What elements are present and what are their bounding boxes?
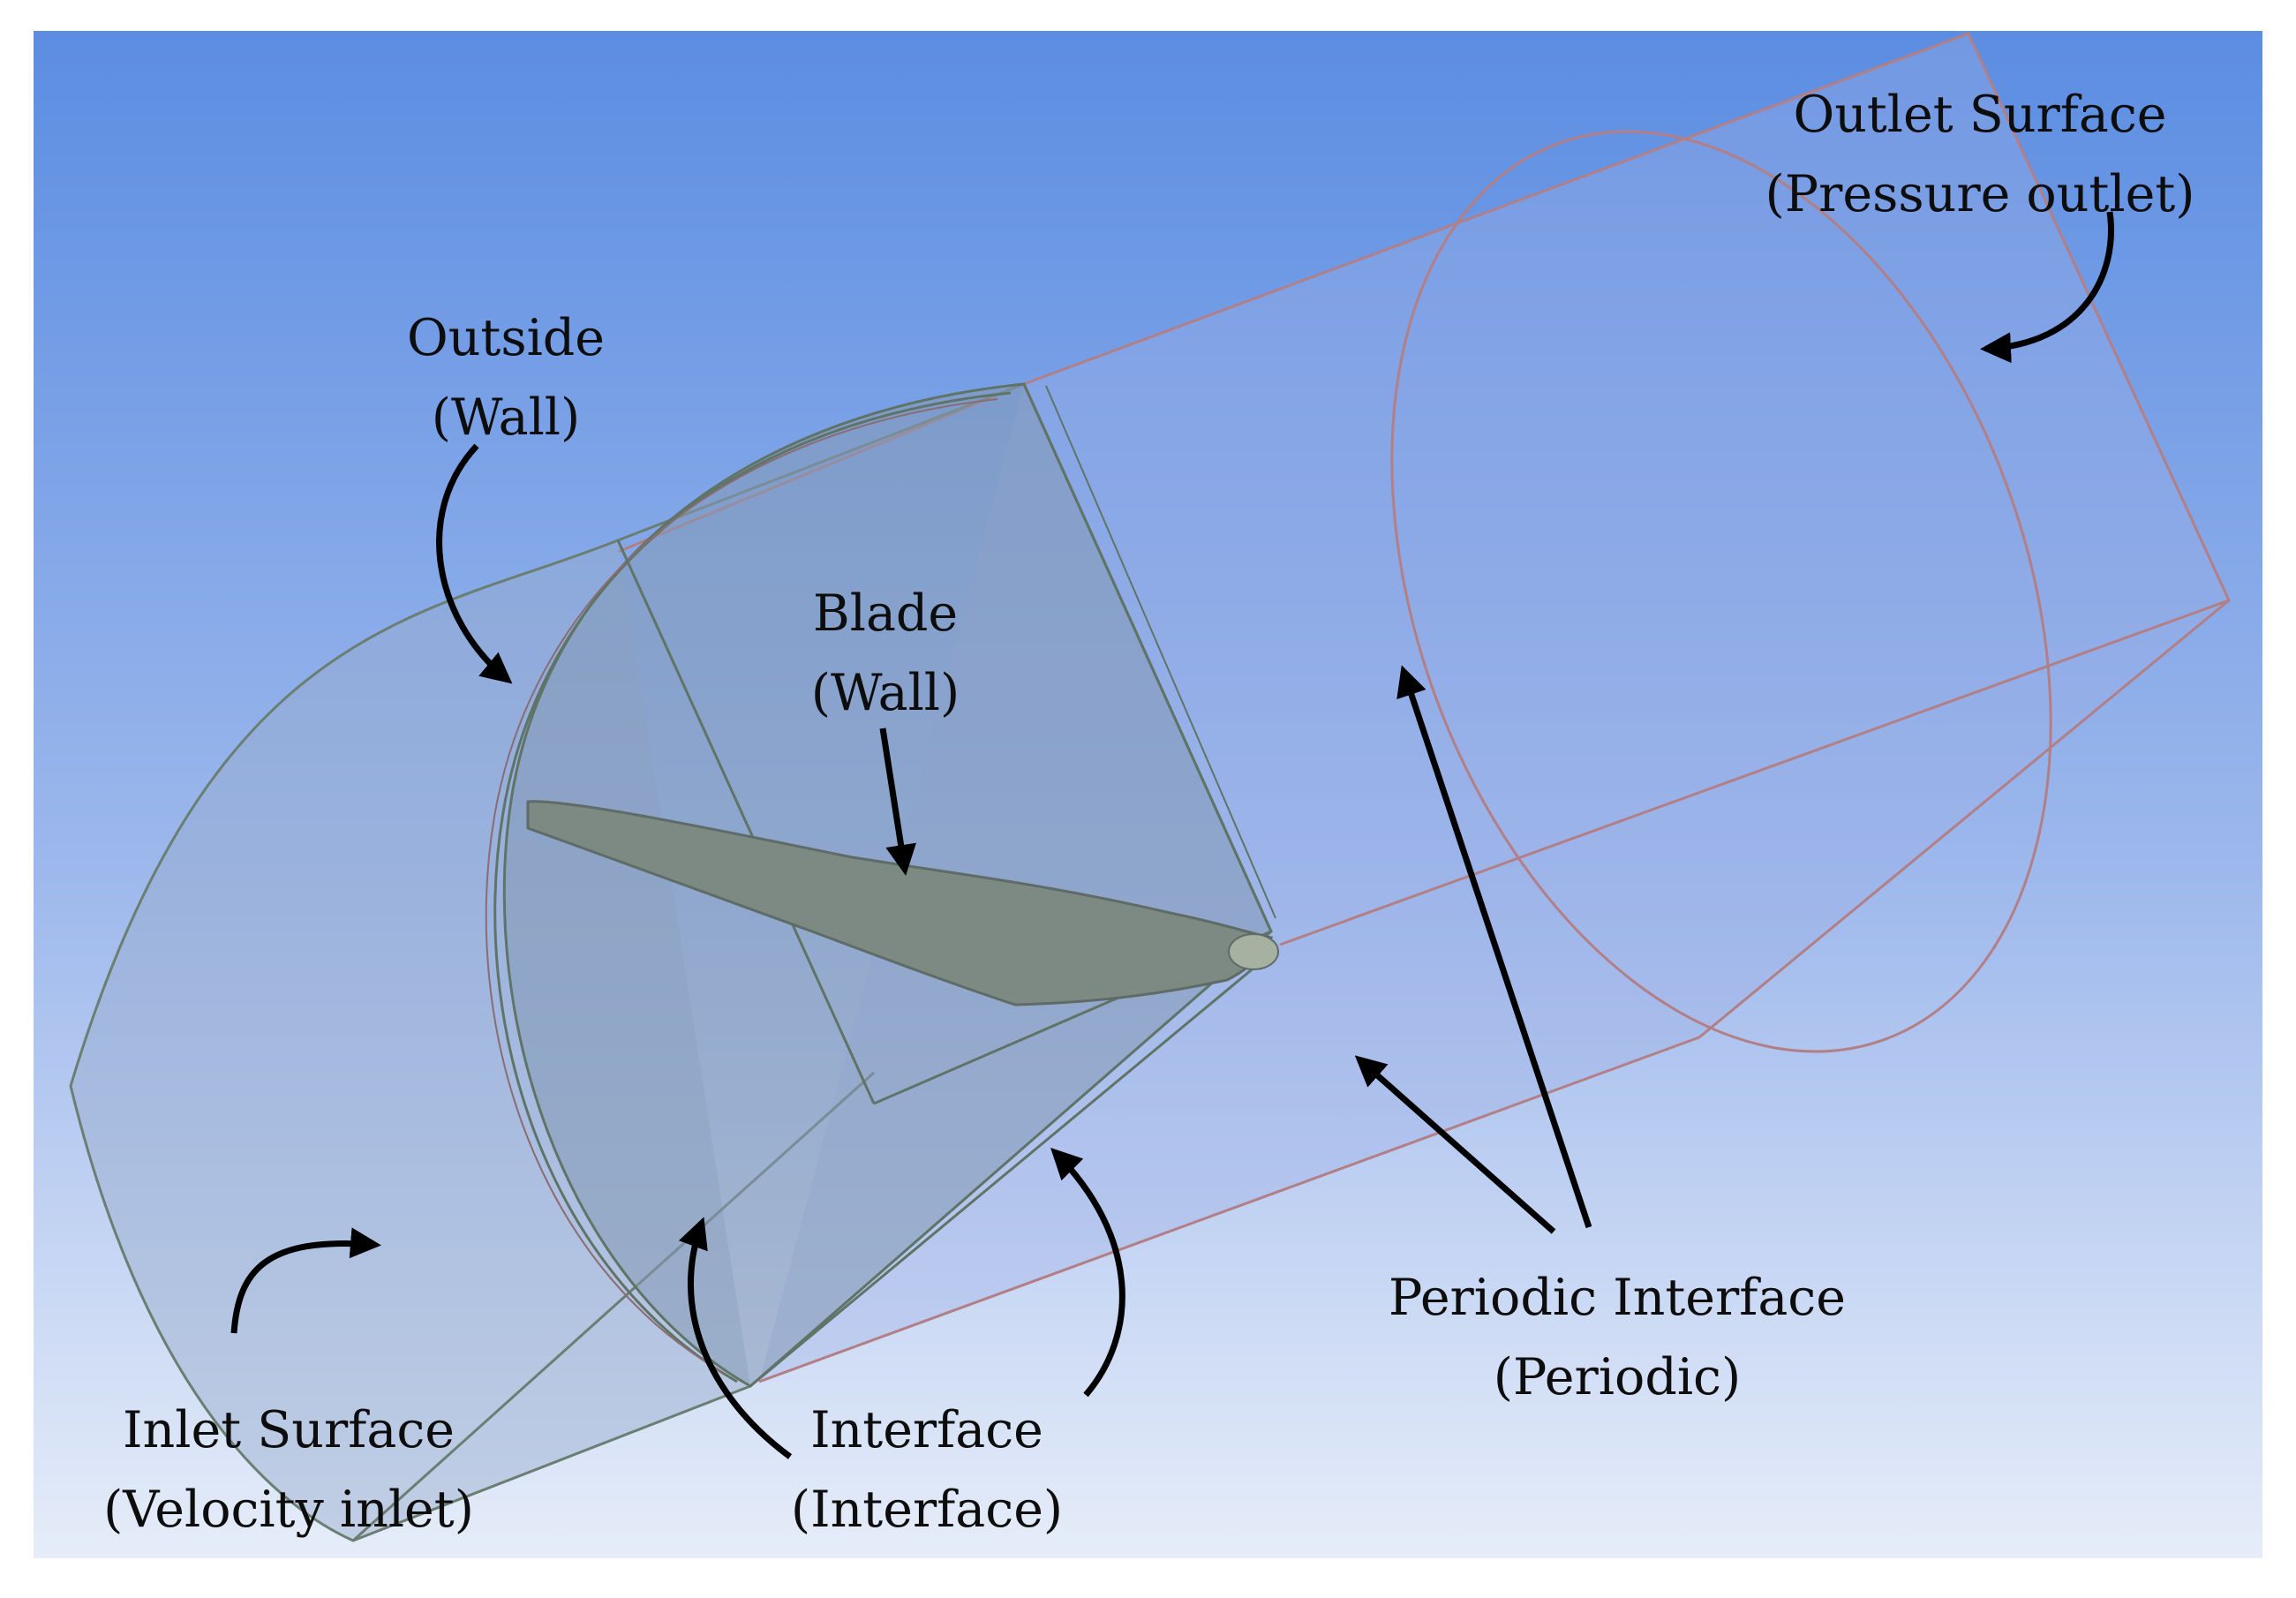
arrow-interface-1 bbox=[678, 1217, 793, 1459]
label-inlet-line2: (Velocity inlet) bbox=[103, 1481, 474, 1539]
label-outside-line2: (Wall) bbox=[431, 388, 581, 447]
label-periodic-line1: Periodic Interface bbox=[1389, 1269, 1846, 1327]
label-outlet-surface: Outlet Surface (Pressure outlet) bbox=[1765, 75, 2195, 234]
label-periodic-interface: Periodic Interface (Periodic) bbox=[1389, 1258, 1846, 1417]
label-outlet-line1: Outlet Surface bbox=[1793, 86, 2167, 144]
label-blade-line2: (Wall) bbox=[810, 664, 960, 722]
arrow-blade bbox=[879, 727, 916, 876]
arrow-outlet bbox=[1980, 211, 2114, 364]
arrow-interface-2 bbox=[1050, 1148, 1125, 1398]
outlet-surface-circle bbox=[1390, 130, 2052, 1053]
annotation-arrows bbox=[230, 211, 2114, 1459]
arrow-inlet bbox=[230, 1227, 381, 1334]
label-outside: Outside (Wall) bbox=[407, 298, 605, 457]
blade-shape bbox=[526, 800, 1279, 1006]
label-interface-line2: (Interface) bbox=[790, 1481, 1064, 1539]
label-inlet-line1: Inlet Surface bbox=[123, 1401, 455, 1459]
label-interface-line1: Interface bbox=[810, 1401, 1043, 1459]
arrow-periodic-2 bbox=[1354, 1055, 1556, 1234]
label-inlet-surface: Inlet Surface (Velocity inlet) bbox=[103, 1391, 474, 1549]
label-outside-line1: Outside bbox=[406, 309, 606, 367]
label-blade-line1: Blade bbox=[812, 584, 959, 643]
label-periodic-line2: (Periodic) bbox=[1493, 1348, 1742, 1406]
arrow-outside bbox=[436, 443, 513, 684]
arrow-periodic-1 bbox=[1396, 665, 1592, 1229]
label-blade: Blade (Wall) bbox=[811, 574, 960, 733]
label-interface: Interface (Interface) bbox=[791, 1391, 1063, 1549]
label-outlet-line2: (Pressure outlet) bbox=[1765, 165, 2195, 223]
